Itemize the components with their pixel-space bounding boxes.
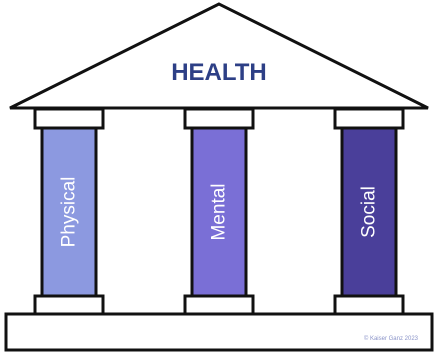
pillar-base-mental xyxy=(183,294,255,316)
pillar-cap-mental xyxy=(183,107,255,130)
pillar-cap-physical xyxy=(33,107,105,130)
pillar-label-physical: Physical xyxy=(59,177,80,248)
roof xyxy=(9,2,429,110)
pillar-label-social: Social xyxy=(359,186,380,238)
pillar-base-physical xyxy=(33,294,105,316)
watermark: © Kaiser Ganz 2023 xyxy=(364,335,419,342)
pillar-base-social xyxy=(333,294,405,316)
title: HEALTH xyxy=(171,59,267,86)
pillar-label-mental: Mental xyxy=(209,183,230,240)
foundation xyxy=(4,312,434,352)
pillar-cap-social xyxy=(333,107,405,130)
pillar-physical xyxy=(40,126,98,298)
